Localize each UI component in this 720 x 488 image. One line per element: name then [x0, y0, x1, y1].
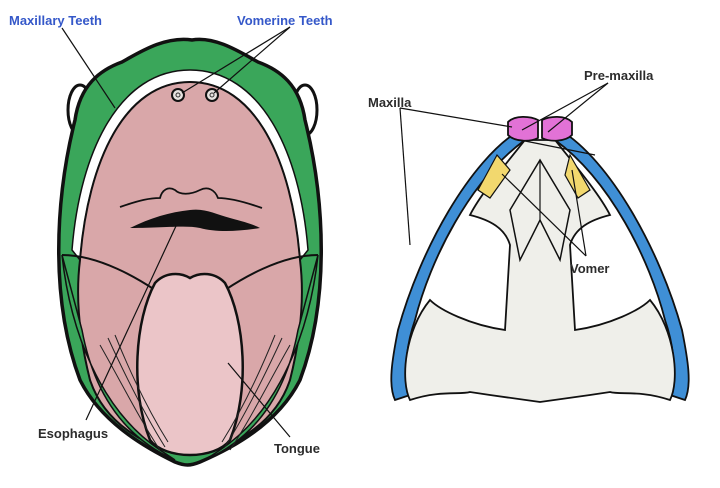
label-pre-maxilla: Pre-maxilla	[584, 68, 654, 83]
vomer-left	[477, 153, 511, 199]
lower-jaw-right	[204, 254, 319, 461]
label-maxillary-teeth: Maxillary Teeth	[9, 13, 102, 28]
leader-vomer-2	[571, 169, 587, 257]
skull-bone	[404, 139, 676, 403]
vomerine-tooth-left	[171, 88, 185, 102]
label-maxilla: Maxilla	[368, 95, 412, 110]
leader-maxilla-1	[399, 107, 411, 246]
esophagus-opening	[130, 209, 260, 231]
leader-vomerine-2	[213, 26, 291, 94]
leader-vomer-1	[501, 173, 587, 257]
label-tongue: Tongue	[274, 441, 320, 456]
leader-tongue	[227, 362, 291, 438]
floor-fold-right	[224, 254, 319, 291]
leader-maxilla-3	[519, 139, 596, 156]
leader-premaxilla-1	[521, 82, 609, 131]
leader-maxillary-teeth	[61, 27, 116, 109]
pre-maxilla-left	[507, 115, 539, 142]
label-esophagus: Esophagus	[38, 426, 109, 441]
leader-maxilla-2	[399, 107, 513, 128]
skull-diagram	[390, 82, 690, 403]
floor-fold-left	[61, 254, 156, 291]
label-vomerine-teeth: Vomerine Teeth	[237, 13, 333, 28]
tongue	[136, 272, 244, 457]
leader-esophagus	[85, 225, 177, 421]
leader-vomerine-1	[181, 26, 291, 94]
vomer-right	[564, 153, 591, 199]
pre-maxilla-right	[541, 115, 573, 142]
palatal-folds	[119, 187, 263, 209]
leader-premaxilla-2	[547, 82, 609, 133]
mouth-cavity-diagram	[57, 26, 323, 467]
label-vomer: Vomer	[570, 261, 610, 276]
